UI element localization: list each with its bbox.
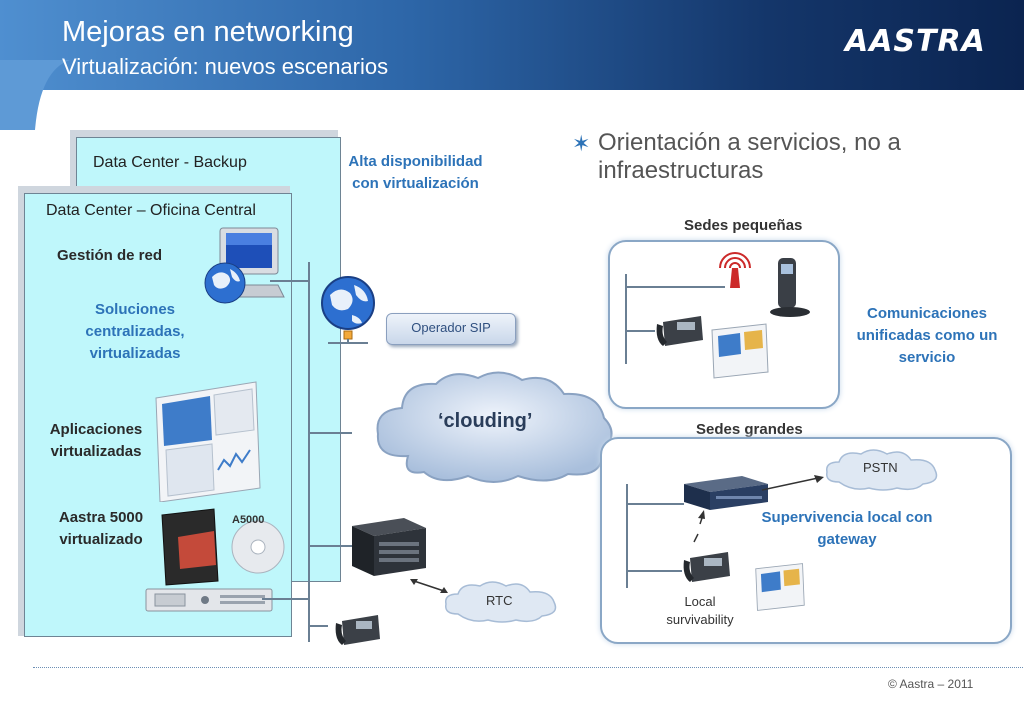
- rtc-cloud: [445, 581, 557, 623]
- pbx-rtc-arrow: [410, 579, 448, 593]
- pstn-cloud: [826, 449, 938, 491]
- supervivencia-label: Supervivencia local con gateway: [761, 509, 933, 548]
- link-clouding: [308, 432, 352, 434]
- bullet-text: Orientación a servicios, no a infraestru…: [598, 129, 901, 184]
- pbx-tower-icon: [352, 518, 426, 576]
- link-pbx: [308, 545, 352, 547]
- local-survivability-label: Local survivability: [666, 594, 734, 627]
- sp-desk-phone-icon: [656, 316, 703, 346]
- link-server: [262, 598, 310, 600]
- sg-screen-icon: [755, 563, 805, 611]
- network-globe-icon: [321, 276, 375, 344]
- datacenter-backup-title: Data Center - Backup: [93, 154, 247, 171]
- operador-sip-box: Operador SIP: [386, 313, 516, 345]
- footer-divider: [33, 667, 1024, 668]
- pstn-label: PSTN: [863, 460, 898, 475]
- sg-bus: [626, 484, 628, 588]
- gateway-pstn-arrow: [761, 475, 824, 491]
- alta-disponibilidad-label: Alta disponibilidad con virtualización: [348, 153, 483, 192]
- a5000-badge: A5000: [232, 514, 265, 526]
- gateway-icon: [684, 476, 768, 510]
- rtc-label: RTC: [486, 593, 513, 608]
- sp-bus: [625, 274, 627, 364]
- aplicaciones-label: Aplicaciones virtualizadas: [49, 421, 143, 460]
- aastra5000-label: Aastra 5000 virtualizado: [58, 509, 144, 548]
- sg-link-gateway: [626, 503, 684, 505]
- wireless-antenna-icon: [719, 252, 751, 288]
- link-phone: [308, 625, 328, 627]
- virtual-apps-screenshot: [155, 381, 261, 502]
- a5000-software-box-icon: [161, 508, 285, 586]
- soluciones-label: Soluciones centralizadas, virtualizadas: [85, 301, 185, 362]
- sedes-grandes-title: Sedes grandes: [696, 421, 803, 438]
- sp-screen-icon: [711, 323, 769, 379]
- sg-link-phone: [626, 570, 682, 572]
- page-subtitle: Virtualización: nuevos escenarios: [62, 54, 389, 79]
- header-curve: [0, 60, 70, 130]
- dect-phone-icon: [770, 258, 810, 317]
- header-banner: [0, 0, 1024, 90]
- copyright-text: © Aastra – 2011: [888, 677, 974, 691]
- bus-line-central: [308, 262, 310, 642]
- clouding-cloud: [376, 371, 613, 483]
- sedes-pequenas-title: Sedes pequeñas: [684, 217, 803, 234]
- sp-link-top: [625, 286, 725, 288]
- link-gestion: [270, 280, 310, 282]
- server-rack-icon: [145, 588, 273, 612]
- clouding-label: ‘clouding’: [438, 410, 533, 432]
- bullet-star-icon: ✶: [572, 131, 591, 156]
- sedes-grandes-box: [600, 437, 1012, 644]
- comunicaciones-label: Comunicaciones unificadas como un servic…: [856, 305, 998, 366]
- page-title: Mejoras en networking: [62, 16, 354, 48]
- sg-desk-phone-icon: [683, 552, 730, 582]
- sedes-pequenas-box: [608, 240, 840, 409]
- gestion-label: Gestión de red: [57, 247, 163, 264]
- desk-phone-icon: [335, 615, 380, 645]
- sp-link-phone: [625, 330, 655, 332]
- phone-gateway-arrow: [693, 510, 705, 543]
- datacenter-central-title: Data Center – Oficina Central: [46, 202, 256, 219]
- network-monitor-icon: [204, 227, 285, 304]
- aastra-logo: AASTRA: [845, 24, 986, 59]
